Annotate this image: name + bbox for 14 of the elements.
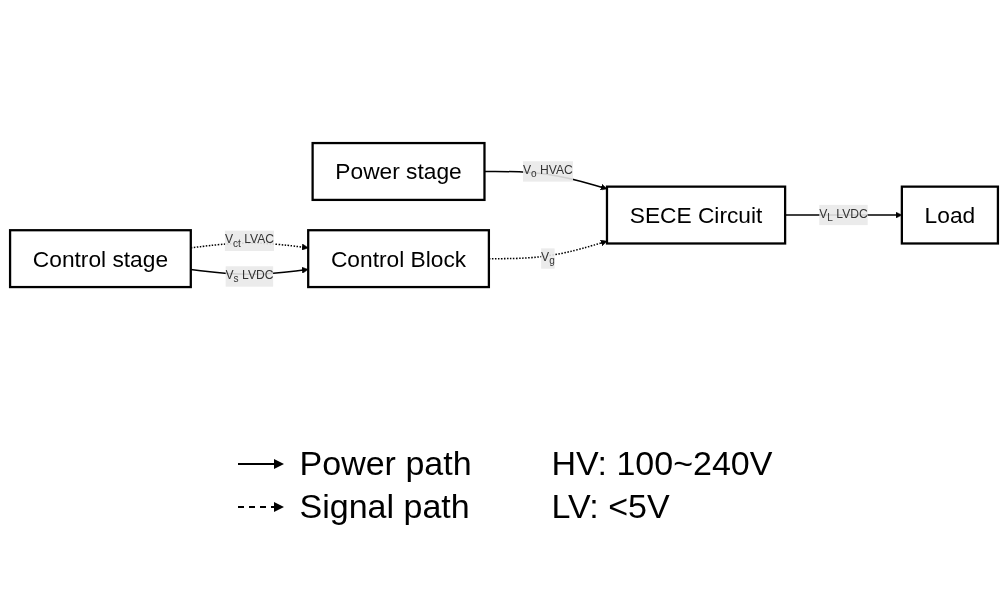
voltage-note: HV: 100~240V [551,444,773,483]
edge-label: V$_{ct}$ LVAC [224,232,275,249]
edge-label: V$_{o}$ HVAC [522,163,573,180]
legend-text: Signal path [299,487,470,526]
edge-label: V$_{L}$ LVDC [819,206,868,224]
node-box: Power stage [311,141,486,201]
legend-text: Power path [299,444,472,483]
node-box: Control stage [8,229,192,289]
node-box: SECE Circuit [605,185,787,245]
node-box: Control Block [307,229,491,289]
voltage-note: LV: <5V [551,487,670,526]
edge-label: V$_{g}$ [541,250,555,267]
edge-label: V$_{s}$ LVDC [225,268,274,285]
node-box: Load [900,185,1000,245]
